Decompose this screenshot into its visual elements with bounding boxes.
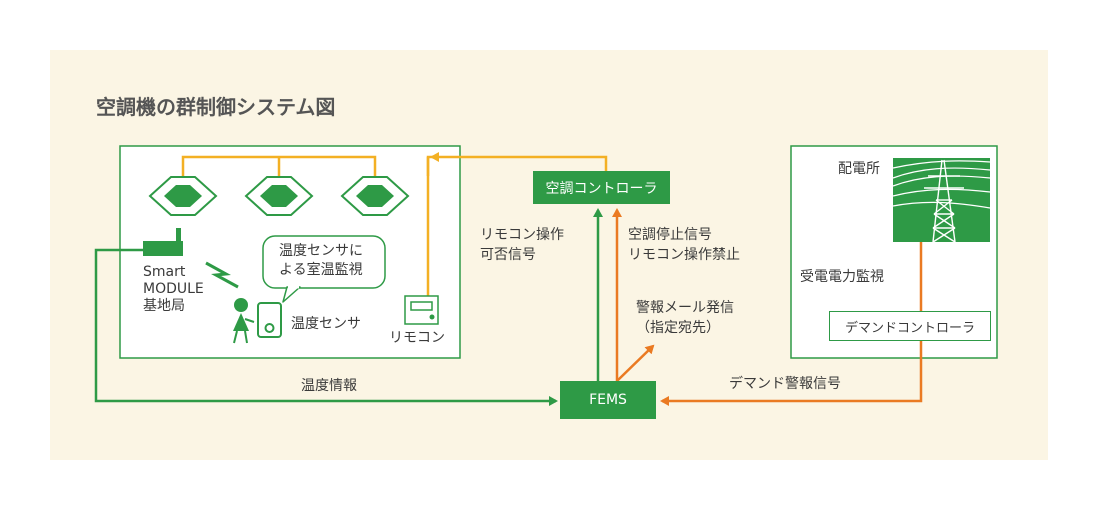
fems-node: FEMS — [560, 381, 656, 419]
remote-ok-label: リモコン操作 可否信号 — [480, 227, 564, 263]
substation-label: 配電所 — [838, 161, 880, 177]
temp-info-label: 温度情報 — [301, 378, 357, 394]
speech-bubble — [262, 235, 386, 303]
wireless-signal-icon — [205, 261, 239, 289]
temperature-sensor-label: 温度センサ — [291, 316, 361, 332]
demand-controller-node: デマンドコントローラ — [829, 311, 991, 341]
ac-unit-2-icon — [244, 176, 314, 216]
antenna-base-station-icon — [143, 228, 183, 256]
person-icon — [233, 298, 255, 344]
demand-alert-label: デマンド警報信号 — [729, 376, 841, 392]
diagram-title: 空調機の群制御システム図 — [96, 95, 336, 119]
ac-controller-node: 空調コントローラ — [533, 171, 670, 204]
temp-info-arrow — [94, 248, 558, 406]
alert-mail-label: 警報メール発信 （指定宛先） — [636, 300, 734, 336]
remote-control-icon — [404, 295, 439, 325]
temperature-sensor-icon — [257, 302, 282, 338]
smart-module-label: Smart MODULE 基地局 — [143, 264, 204, 314]
alert-mail-arrow — [616, 344, 655, 382]
transmission-tower-icon — [892, 158, 991, 243]
stop-signal-label: 空調停止信号 リモコン操作禁止 — [628, 227, 740, 263]
ac-unit-1-icon — [148, 176, 218, 216]
remote-control-label: リモコン — [389, 330, 445, 346]
sensor-bubble-text: 温度センサに よる室温監視 — [279, 243, 363, 278]
power-watch-label: 受電電力監視 — [800, 269, 884, 285]
demand-alert-arrow — [660, 341, 923, 406]
ac-unit-3-icon — [340, 176, 410, 216]
